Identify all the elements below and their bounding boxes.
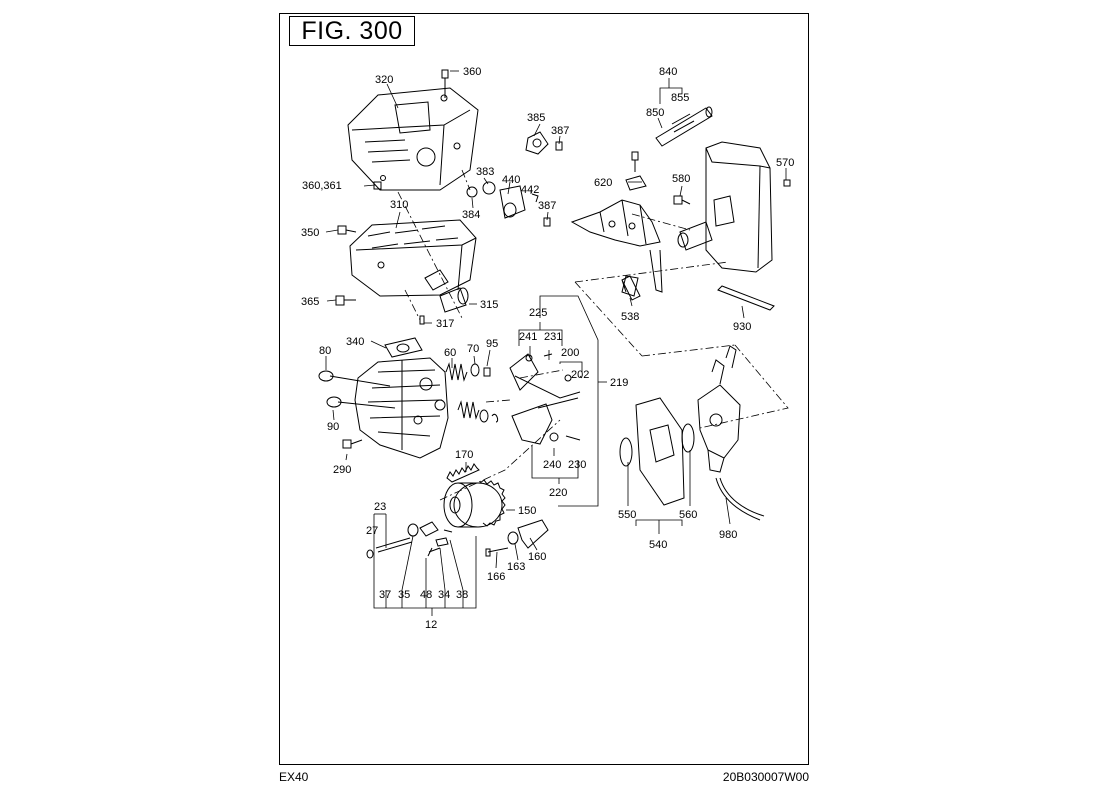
pipe-315-shape <box>439 287 467 313</box>
callout-12: 12 <box>425 619 437 631</box>
callout-202: 202 <box>571 369 589 381</box>
callout-360-361: 360,361 <box>302 180 342 192</box>
callout-840: 840 <box>659 66 677 78</box>
callout-290: 290 <box>333 464 351 476</box>
callout-163: 163 <box>507 561 525 573</box>
callout-560: 560 <box>679 509 697 521</box>
callout-95: 95 <box>486 338 498 350</box>
callout-385: 385 <box>527 112 545 124</box>
rocker-arm-shapes <box>509 353 581 445</box>
governor-group-shapes <box>366 521 453 559</box>
callout-38: 38 <box>456 589 468 601</box>
callout-387b: 387 <box>538 200 556 212</box>
callout-225: 225 <box>529 307 547 319</box>
callout-570: 570 <box>776 157 794 169</box>
callout-60: 60 <box>444 347 456 359</box>
callout-350: 350 <box>301 227 319 239</box>
part-160-shape <box>517 519 549 549</box>
callout-23: 23 <box>374 501 386 513</box>
callout-930: 930 <box>733 321 751 333</box>
callout-48: 48 <box>420 589 432 601</box>
callout-387: 387 <box>551 125 569 137</box>
callout-160: 160 <box>528 551 546 563</box>
control-bracket-shape <box>570 175 663 297</box>
callout-70: 70 <box>467 343 479 355</box>
callout-340: 340 <box>346 336 364 348</box>
callout-360: 360 <box>463 66 481 78</box>
callout-200: 200 <box>561 347 579 359</box>
callout-80: 80 <box>319 345 331 357</box>
callout-150: 150 <box>518 505 536 517</box>
callout-90: 90 <box>327 421 339 433</box>
callout-27: 27 <box>366 525 378 537</box>
handle-shape <box>655 106 713 147</box>
callout-620: 620 <box>594 177 612 189</box>
insulator-shape <box>619 397 695 506</box>
strip-930-shape <box>717 285 775 311</box>
callout-241: 241 <box>519 331 537 343</box>
part-170-shape <box>446 463 480 483</box>
callout-310: 310 <box>390 199 408 211</box>
callout-labels: 360 320 385 387 360,361 383 440 442 384 … <box>301 66 794 631</box>
callout-442: 442 <box>521 184 539 196</box>
callout-219: 219 <box>610 377 628 389</box>
bolt-shapes <box>335 69 791 449</box>
gasket-shapes <box>384 131 549 358</box>
camshaft-gear-shape <box>443 479 506 528</box>
carburetor-shape <box>697 345 765 521</box>
callout-166: 166 <box>487 571 505 583</box>
callout-240: 240 <box>543 459 561 471</box>
callout-231: 231 <box>544 331 562 343</box>
figure-frame <box>279 13 809 765</box>
callout-850: 850 <box>646 107 664 119</box>
callout-317: 317 <box>436 318 454 330</box>
callout-383: 383 <box>476 166 494 178</box>
cylinder-head-shape <box>354 357 449 459</box>
callout-315: 315 <box>480 299 498 311</box>
fuel-tank-shape <box>677 141 773 273</box>
figure-title: FIG. 300 <box>289 16 415 46</box>
model-label: EX40 <box>279 770 309 784</box>
callout-34: 34 <box>438 589 450 601</box>
muffler-shape <box>349 219 477 297</box>
callout-320: 320 <box>375 74 393 86</box>
callout-170: 170 <box>455 449 473 461</box>
callout-540: 540 <box>649 539 667 551</box>
callout-230: 230 <box>568 459 586 471</box>
callout-220: 220 <box>549 487 567 499</box>
callout-440: 440 <box>502 174 520 186</box>
part-538-shape <box>621 275 641 301</box>
callout-550: 550 <box>618 509 636 521</box>
callout-538: 538 <box>621 311 639 323</box>
callout-35: 35 <box>398 589 410 601</box>
spark-arrester-shape <box>499 185 526 219</box>
callout-365: 365 <box>301 296 319 308</box>
callout-980: 980 <box>719 529 737 541</box>
callout-855: 855 <box>671 92 689 104</box>
muffler-cover-shape <box>347 87 479 191</box>
callout-37: 37 <box>379 589 391 601</box>
document-code: 20B030007W00 <box>722 770 809 784</box>
callout-384: 384 <box>462 209 480 221</box>
valve-shapes <box>318 370 396 409</box>
spring-shapes <box>445 362 499 423</box>
callout-580: 580 <box>672 173 690 185</box>
